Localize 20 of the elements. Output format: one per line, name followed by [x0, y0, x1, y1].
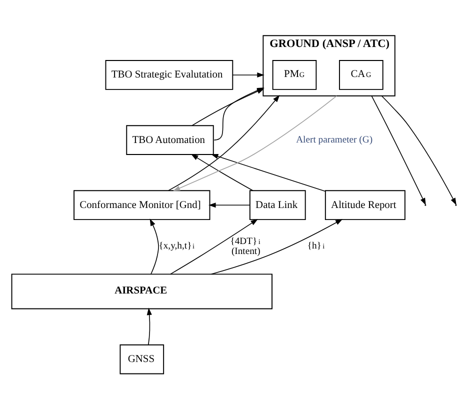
arrow: [381, 94, 456, 205]
arrow: [371, 94, 426, 205]
node-box: Data Link: [249, 190, 306, 220]
arrow: [170, 218, 258, 274]
arrow: [146, 307, 152, 345]
arrow: [208, 202, 250, 208]
arrow: [232, 72, 264, 78]
node-box: TBO Strategic Evalutation: [105, 60, 234, 90]
arrow: [210, 154, 326, 192]
node-box: Conformance Monitor [Gnd]: [74, 190, 210, 220]
node-box: Altitude Report: [324, 190, 406, 220]
node-box: TBO Automation: [126, 124, 214, 154]
arrow: [210, 218, 343, 274]
edge-label: Alert parameter (G): [296, 134, 373, 146]
node-box: AIRSPACE: [11, 273, 272, 309]
arrow: [168, 94, 280, 190]
arrow: [172, 94, 338, 191]
node-box: GNSS: [120, 344, 164, 374]
arrow: [190, 154, 254, 191]
arrow: [150, 218, 159, 274]
